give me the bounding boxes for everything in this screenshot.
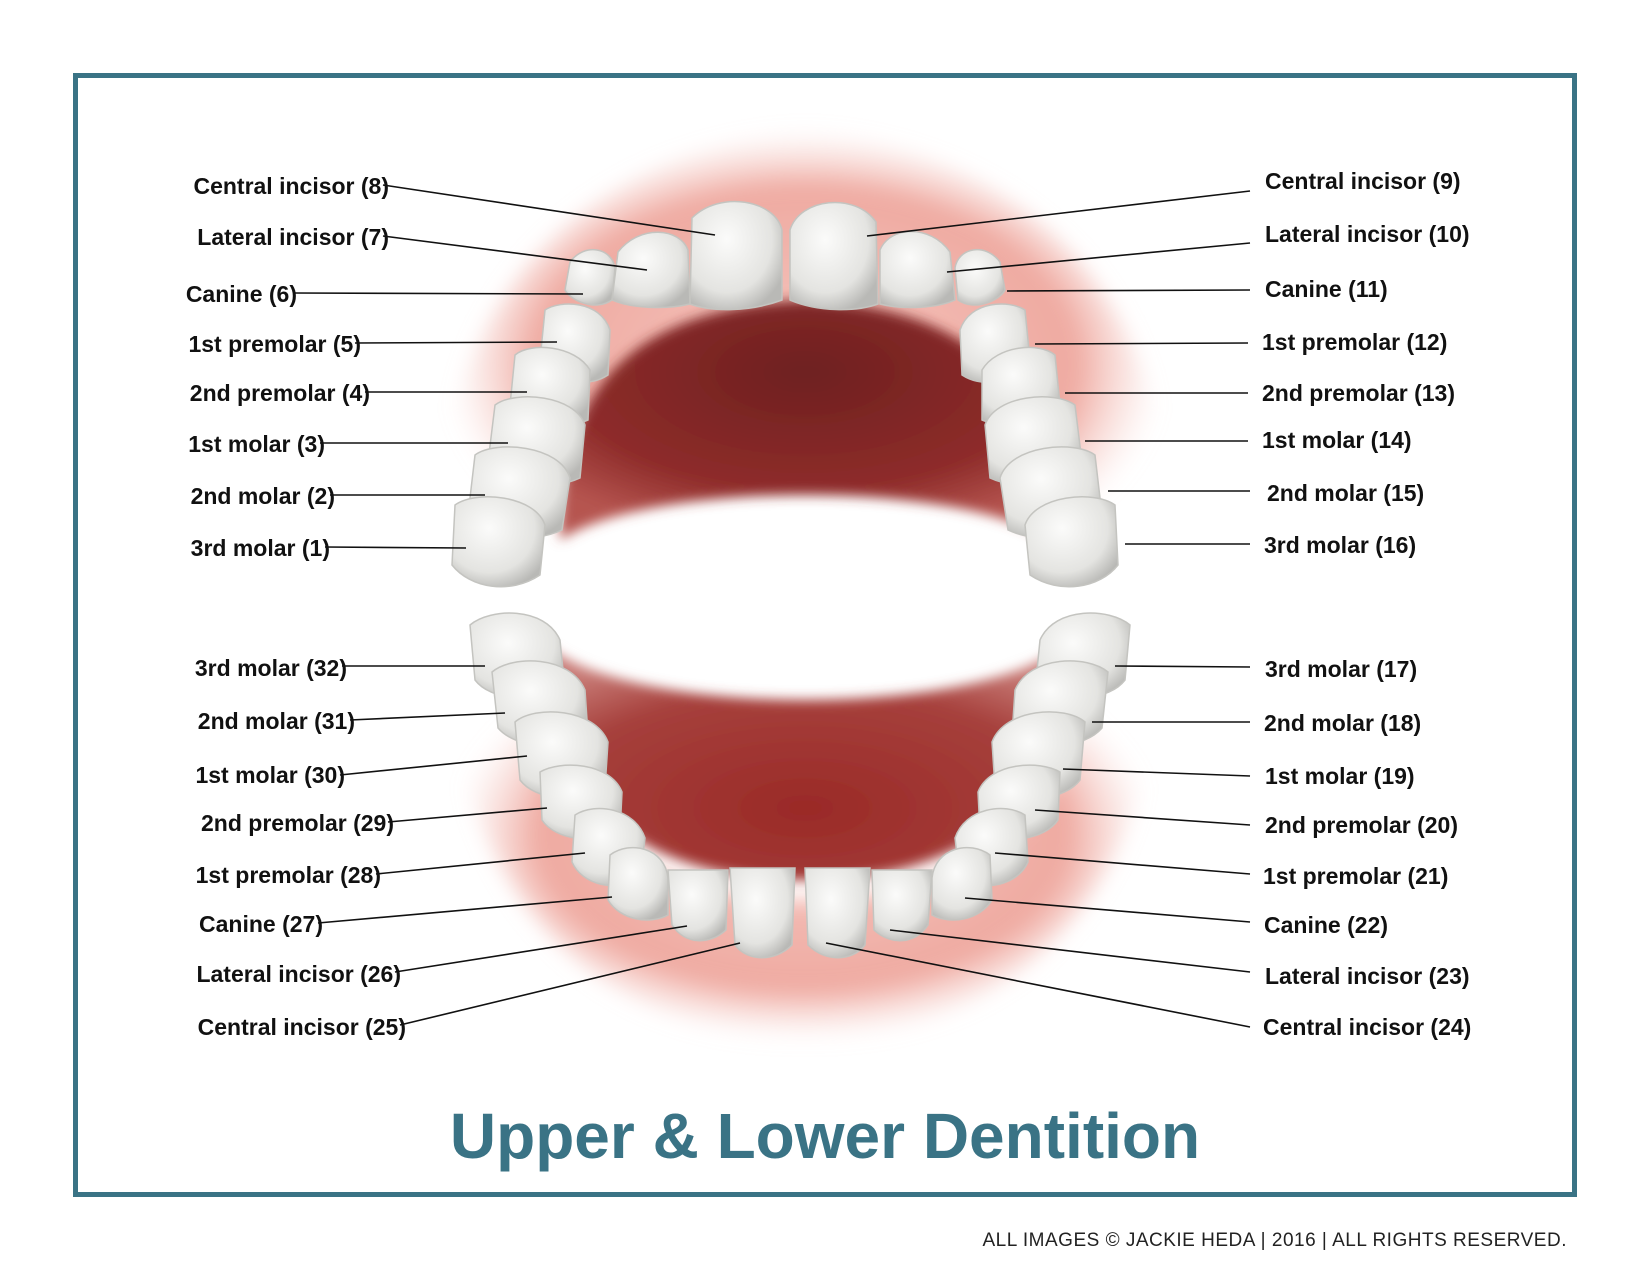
tooth-1 — [451, 496, 546, 588]
tooth-24 — [804, 867, 871, 959]
tooth-label: Lateral incisor (23) — [1265, 963, 1470, 989]
leader-line — [339, 755, 528, 776]
leader-line — [375, 852, 586, 875]
tooth-23 — [871, 869, 933, 942]
tooth-label: 2nd premolar (4) — [189, 380, 370, 406]
leader-line — [317, 896, 613, 924]
tooth-label: 1st premolar (21) — [1263, 863, 1449, 889]
leader-line — [994, 852, 1251, 875]
tooth-label: 1st premolar (12) — [1262, 329, 1448, 355]
tooth-9 — [789, 201, 879, 311]
tooth-label: 2nd molar (18) — [1264, 710, 1422, 736]
upper-palate — [560, 300, 1050, 540]
tooth-10 — [879, 230, 956, 309]
tooth-label: 2nd premolar (29) — [201, 810, 394, 836]
tooth-label: 1st molar (3) — [188, 431, 325, 457]
leader-line — [382, 235, 648, 271]
tooth-label: Central incisor (25) — [197, 1014, 406, 1040]
tooth-7 — [611, 231, 691, 309]
tooth-label: 3rd molar (16) — [1264, 532, 1417, 558]
tooth-label: Canine (27) — [199, 911, 323, 937]
lower-teeth — [469, 612, 1131, 959]
tooth-22 — [931, 846, 993, 921]
upper-teeth — [451, 200, 1119, 588]
leader-line — [825, 942, 1251, 1028]
tooth-16 — [1024, 496, 1119, 588]
copyright-notice: ALL IMAGES © JACKIE HEDA | 2016 | ALL RI… — [982, 1230, 1567, 1251]
tooth-label: 1st molar (19) — [1265, 763, 1415, 789]
tooth-label: Lateral incisor (26) — [196, 961, 401, 987]
leader-lines — [292, 184, 1251, 1028]
leader-line — [889, 929, 1251, 973]
tooth-27 — [607, 846, 669, 921]
leader-line — [354, 341, 558, 344]
tooth-11 — [954, 248, 1006, 306]
leader-line — [394, 925, 688, 973]
tooth-label: 3rd molar (17) — [1265, 656, 1418, 682]
tooth-25 — [729, 867, 796, 959]
diagram-title: Upper & Lower Dentition — [449, 1100, 1201, 1172]
tooth-label: Canine (11) — [1265, 276, 1388, 302]
diagram-frame — [73, 73, 1577, 1197]
tooth-label: 2nd molar (15) — [1267, 480, 1425, 506]
tooth-label: Central incisor (9) — [1265, 168, 1461, 194]
leader-line — [292, 292, 584, 295]
leader-line — [324, 546, 467, 549]
tooth-label: 1st molar (14) — [1262, 427, 1412, 453]
leader-line — [964, 897, 1251, 923]
leader-line — [866, 190, 1251, 237]
tooth-label: 3rd molar (32) — [194, 655, 347, 681]
lower-floor — [540, 640, 1070, 880]
leader-line — [1034, 809, 1251, 826]
tooth-label: 2nd molar (2) — [190, 483, 335, 509]
leader-line — [349, 712, 506, 721]
tooth-8 — [689, 200, 783, 311]
tooth-6 — [564, 248, 616, 306]
tooth-26 — [667, 869, 729, 942]
leader-line — [382, 184, 716, 236]
leader-line — [1006, 289, 1251, 292]
tooth-label: Lateral incisor (7) — [197, 224, 389, 250]
tooth-label: 1st premolar (28) — [195, 862, 381, 888]
tooth-label: Lateral incisor (10) — [1265, 221, 1470, 247]
tooth-label: 1st molar (30) — [195, 762, 345, 788]
tooth-label: Central incisor (8) — [193, 173, 389, 199]
leader-line — [1114, 665, 1251, 668]
tooth-label: 2nd molar (31) — [197, 708, 355, 734]
tooth-label: 3rd molar (1) — [190, 535, 330, 561]
leader-line — [1034, 342, 1249, 345]
leader-line — [387, 807, 548, 823]
leader-line — [399, 942, 741, 1026]
tooth-label: 2nd premolar (13) — [1262, 380, 1455, 406]
tooth-label: 2nd premolar (20) — [1265, 812, 1458, 838]
leader-line — [946, 242, 1251, 273]
lower-gum — [451, 630, 1155, 1040]
tooth-label: Canine (6) — [185, 281, 297, 307]
tooth-label: Central incisor (24) — [1263, 1014, 1472, 1040]
leader-line — [1062, 768, 1251, 777]
tooth-label: Canine (22) — [1264, 912, 1388, 938]
tooth-label: 1st premolar (5) — [188, 331, 361, 357]
